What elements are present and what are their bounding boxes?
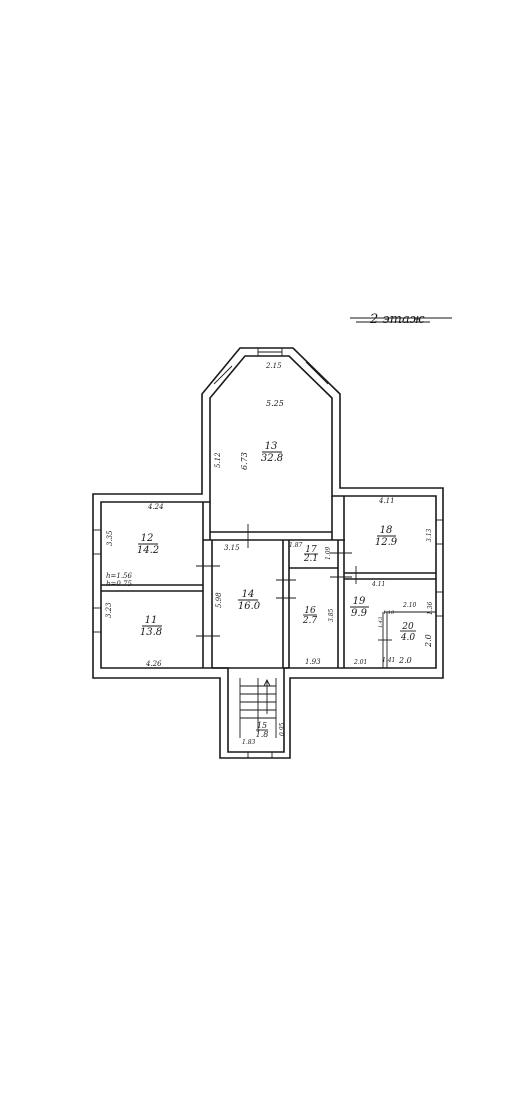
svg-text:12: 12 [141,533,154,544]
svg-text:2.10: 2.10 [402,602,417,609]
svg-text:h=0.75: h=0.75 [106,580,133,588]
svg-text:1.8: 1.8 [256,730,269,739]
svg-text:4.11: 4.11 [371,581,385,588]
window-left-bay [213,365,233,385]
staircase [239,678,277,738]
outer-wall [92,347,444,759]
svg-text:2.1: 2.1 [303,554,318,564]
svg-text:6.73: 6.73 [240,452,249,470]
svg-text:1.18: 1.18 [383,610,394,616]
svg-text:13.8: 13.8 [140,627,162,638]
svg-text:15: 15 [257,721,267,730]
svg-text:5.25: 5.25 [266,399,284,408]
room-19-label: 19 9.9 [350,596,369,619]
svg-text:2.01: 2.01 [353,659,367,666]
window-stair [247,751,273,759]
svg-text:2.15: 2.15 [265,362,282,370]
svg-text:2.7: 2.7 [302,616,318,626]
svg-text:h=1.56: h=1.56 [106,572,133,580]
svg-text:5.98: 5.98 [215,592,223,608]
svg-text:1.09: 1.09 [325,546,332,560]
room-12-label: 12 14.2 [137,533,159,556]
svg-text:4.26: 4.26 [145,660,162,668]
room-11-label: 11 13.8 [140,615,162,638]
svg-text:16.0: 16.0 [238,601,261,612]
svg-text:5.12: 5.12 [214,452,222,468]
room-15-label: 15 1.8 [256,721,269,739]
svg-text:3.15: 3.15 [224,544,240,552]
svg-text:20: 20 [401,622,414,632]
svg-text:13: 13 [265,441,278,452]
room-16-label: 16 2.7 [302,606,318,626]
inner-wall [100,355,437,753]
svg-text:3.13: 3.13 [426,528,433,542]
svg-text:2.0: 2.0 [398,656,412,665]
svg-text:4.0: 4.0 [400,633,416,643]
svg-text:4.24: 4.24 [147,503,164,511]
window-room11 [92,607,102,633]
room-14-label: 14 16.0 [238,589,261,612]
svg-text:16: 16 [304,606,316,616]
svg-text:1.41: 1.41 [382,657,395,664]
svg-text:0.95: 0.95 [279,722,286,736]
room-20-label: 20 4.0 [400,622,416,643]
svg-text:1.36: 1.36 [427,601,434,615]
svg-text:1.93: 1.93 [305,658,321,666]
svg-text:2.0: 2.0 [424,634,433,648]
window-room12 [92,529,102,555]
svg-text:32.8: 32.8 [261,453,283,464]
svg-text:4.11: 4.11 [378,497,395,505]
svg-text:3.85: 3.85 [328,608,335,622]
svg-text:9.9: 9.9 [351,608,368,619]
svg-text:3.35: 3.35 [106,530,114,546]
dimension-labels: 2.15 5.25 6.73 5.12 4.24 3.35 h=1.56 h=0… [105,362,434,746]
svg-text:18: 18 [380,525,393,536]
svg-text:12.9: 12.9 [375,537,398,548]
room-18-label: 18 12.9 [375,525,398,548]
svg-text:1.87: 1.87 [289,542,303,549]
window-room19 [435,591,444,617]
svg-text:14: 14 [242,589,255,600]
room-13-label: 13 32.8 [261,441,283,464]
svg-text:14.2: 14.2 [137,545,159,556]
window-room18 [435,519,444,545]
svg-text:1.43: 1.43 [378,617,384,628]
svg-text:17: 17 [305,545,317,555]
window-right-bay [305,361,329,385]
svg-text:11: 11 [145,615,158,626]
svg-text:3.23: 3.23 [105,602,113,618]
svg-text:1.83: 1.83 [242,739,256,746]
svg-text:19: 19 [353,596,366,607]
floor-title: 2 этаж [369,312,425,327]
room-17-label: 17 2.1 [303,545,318,564]
